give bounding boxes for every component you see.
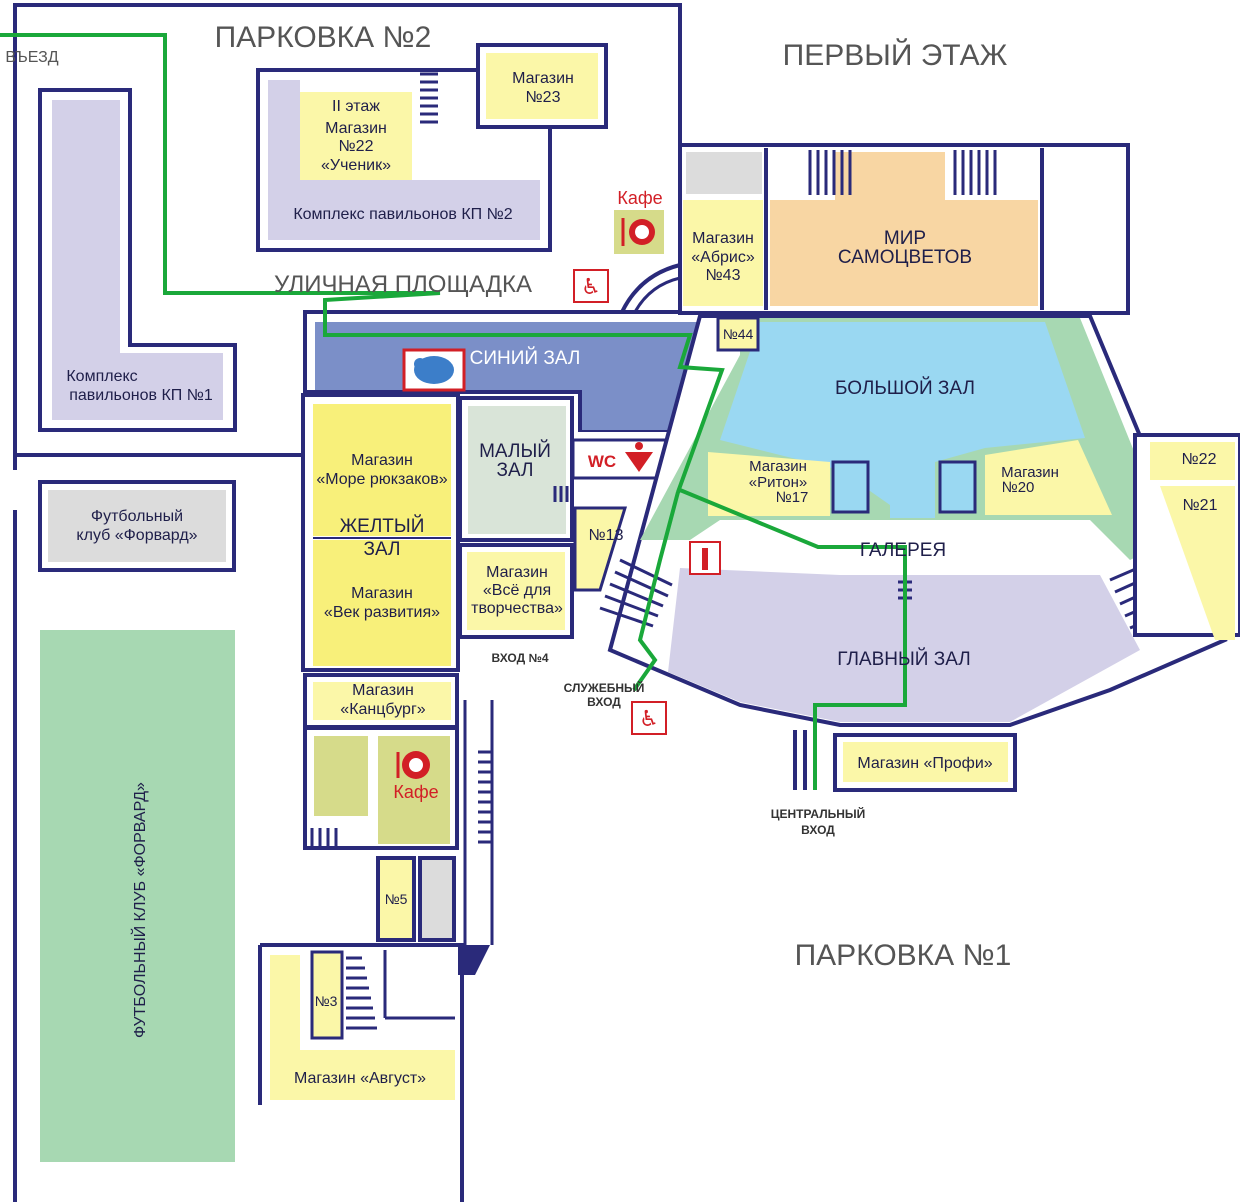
- cafe-top-label: Кафе: [617, 188, 662, 208]
- shop22-l3: №22: [339, 138, 374, 155]
- small-hall-label-2: ЗАЛ: [496, 460, 533, 481]
- shop5-label: №5: [385, 891, 408, 907]
- kp1-label-1: Комплекс: [66, 368, 137, 385]
- shop23-l2: №23: [526, 89, 561, 106]
- shop-22-block: [300, 92, 412, 180]
- kp2-block: [268, 80, 540, 240]
- fc-vertical-label: ФУТБОЛЬНЫЙ КЛУБ «ФОРВАРД»: [130, 782, 149, 1038]
- abris-l2: «Абрис»: [691, 249, 755, 266]
- street-label: УЛИЧНАЯ ПЛОЩАДКА: [274, 271, 532, 298]
- route-line: [0, 33, 907, 790]
- entrance4-label: ВХОД №4: [491, 651, 548, 665]
- abris-l3: №43: [706, 267, 741, 284]
- shop23-l1: Магазин: [512, 70, 574, 87]
- mir-label-2: САМОЦВЕТОВ: [838, 247, 972, 268]
- shop3-label: №3: [315, 993, 338, 1009]
- shop-21-block: [1160, 486, 1235, 640]
- shop-profi-block: [843, 742, 1008, 782]
- accessibility-icon-2: [631, 701, 667, 735]
- service-entrance-l2: ВХОД: [587, 695, 621, 709]
- kp2-label: Комплекс павильонов КП №2: [293, 206, 512, 223]
- central-entrance-l2: ВХОД: [801, 823, 835, 837]
- wc-icon: [625, 452, 653, 472]
- shop-23-block: [486, 53, 598, 119]
- more-l1: Магазин: [351, 452, 413, 469]
- more-l2: «Море рюкзаков»: [316, 471, 447, 488]
- fc-label-2: клуб «Форвард»: [76, 527, 197, 544]
- shop22-l4: «Ученик»: [321, 157, 391, 174]
- riton-l2: «Ритон»: [749, 474, 807, 491]
- profi-label: Магазин «Профи»: [857, 755, 992, 772]
- gallery-label: ГАЛЕРЕЯ: [860, 540, 946, 561]
- shop22r-label: №22: [1182, 451, 1217, 468]
- shop22-l1: II этаж: [332, 98, 380, 115]
- shop44-label: №44: [723, 326, 754, 342]
- shop-more-block: [313, 404, 451, 536]
- kanc-l1: Магазин: [352, 682, 414, 699]
- big-hall-label: БОЛЬШОЙ ЗАЛ: [835, 377, 975, 399]
- yellow-hall-label-2: ЗАЛ: [363, 539, 400, 560]
- main-hall-label: ГЛАВНЫЙ ЗАЛ: [837, 648, 971, 670]
- yellow-hall-label-1: ЖЕЛТЫЙ: [340, 515, 425, 537]
- shop-vek-block: [313, 540, 451, 666]
- cafe-lower-label: Кафе: [393, 782, 438, 802]
- service-entrance-l1: СЛУЖЕБНЫЙ: [564, 680, 645, 695]
- central-entrance-l1: ЦЕНТРАЛЬНЫЙ: [771, 806, 866, 821]
- shop-kanc-block: [313, 682, 451, 720]
- vse-l2: «Всё для: [483, 582, 551, 599]
- entry-label: ВЪЕЗД: [5, 49, 58, 66]
- shop-44-block: [716, 316, 760, 352]
- small-hall: [468, 406, 566, 534]
- riton-l1: Магазин: [749, 458, 807, 475]
- riton-l3: №17: [776, 489, 809, 506]
- vse-l1: Магазин: [486, 564, 548, 581]
- floor-title: ПЕРВЫЙ ЭТАЖ: [783, 38, 1008, 72]
- mir-label-1: МИР: [884, 228, 926, 249]
- shop-13-block: [573, 506, 628, 592]
- shop21-label: №21: [1183, 497, 1218, 514]
- big-hall: [720, 322, 1085, 518]
- football-field: [40, 630, 235, 1162]
- shop20-l1: Магазин: [1001, 464, 1059, 481]
- avgust-label: Магазин «Август»: [294, 1070, 426, 1087]
- shop-abris-block: [683, 200, 763, 306]
- shop-avgust-block: [270, 955, 455, 1100]
- shop-vse-block: [467, 552, 565, 630]
- accessibility-icon: [573, 269, 609, 303]
- svg-text:♿: ♿: [639, 707, 659, 732]
- kp1-block: [52, 100, 223, 420]
- shop13-label: №13: [589, 527, 624, 544]
- shop-22r-block: [1150, 442, 1235, 480]
- parking2-label: ПАРКОВКА №2: [215, 21, 432, 54]
- small-hall-label-1: МАЛЫЙ: [479, 440, 551, 462]
- shop-riton-block: [708, 452, 830, 516]
- vek-l1: Магазин: [351, 585, 413, 602]
- kp1-label-2: павильонов КП №1: [69, 387, 213, 404]
- vse-l3: творчества»: [471, 600, 563, 617]
- shop22-l2: Магазин: [325, 120, 387, 137]
- fc-label-1: Футбольный: [91, 508, 183, 525]
- parking2-border: [13, 3, 682, 150]
- blue-hall-label: СИНИЙ ЗАЛ: [470, 347, 581, 369]
- kanc-l2: «Канцбург»: [340, 701, 425, 718]
- wc-label: WC: [588, 452, 616, 471]
- football-club-block: [48, 490, 226, 562]
- vek-l2: «Век развития»: [324, 604, 440, 621]
- shop20-l2: №20: [1002, 479, 1035, 496]
- parking1-label: ПАРКОВКА №1: [795, 939, 1012, 972]
- abris-l1: Магазин: [692, 230, 754, 247]
- mir-samocvetov: [770, 200, 1038, 306]
- shop-20-block: [985, 440, 1112, 515]
- svg-text:♿: ♿: [581, 275, 601, 300]
